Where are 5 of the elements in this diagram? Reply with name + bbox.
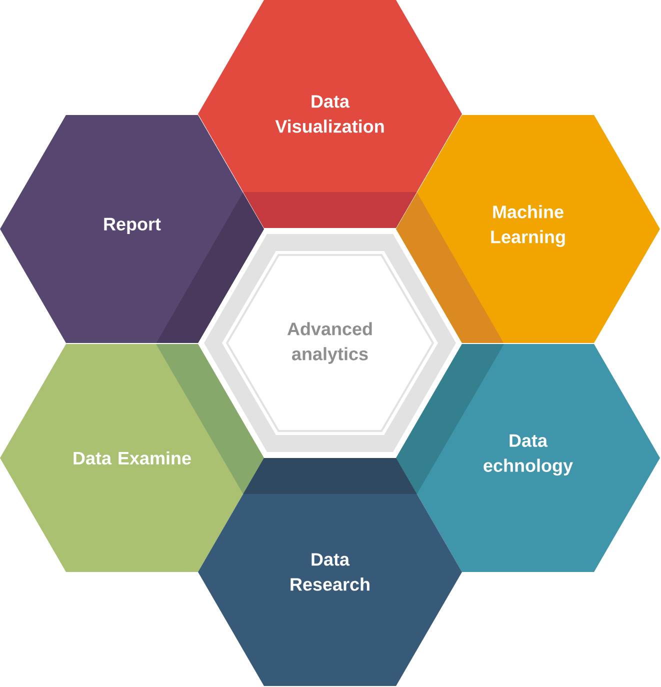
hexagon: Machine Learning <box>396 115 660 343</box>
hexagon: Data Research <box>198 458 462 686</box>
hexagon: Data Examine <box>0 344 264 572</box>
hexagon: Report <box>0 115 264 343</box>
hexagon: Data echnology <box>396 344 660 572</box>
